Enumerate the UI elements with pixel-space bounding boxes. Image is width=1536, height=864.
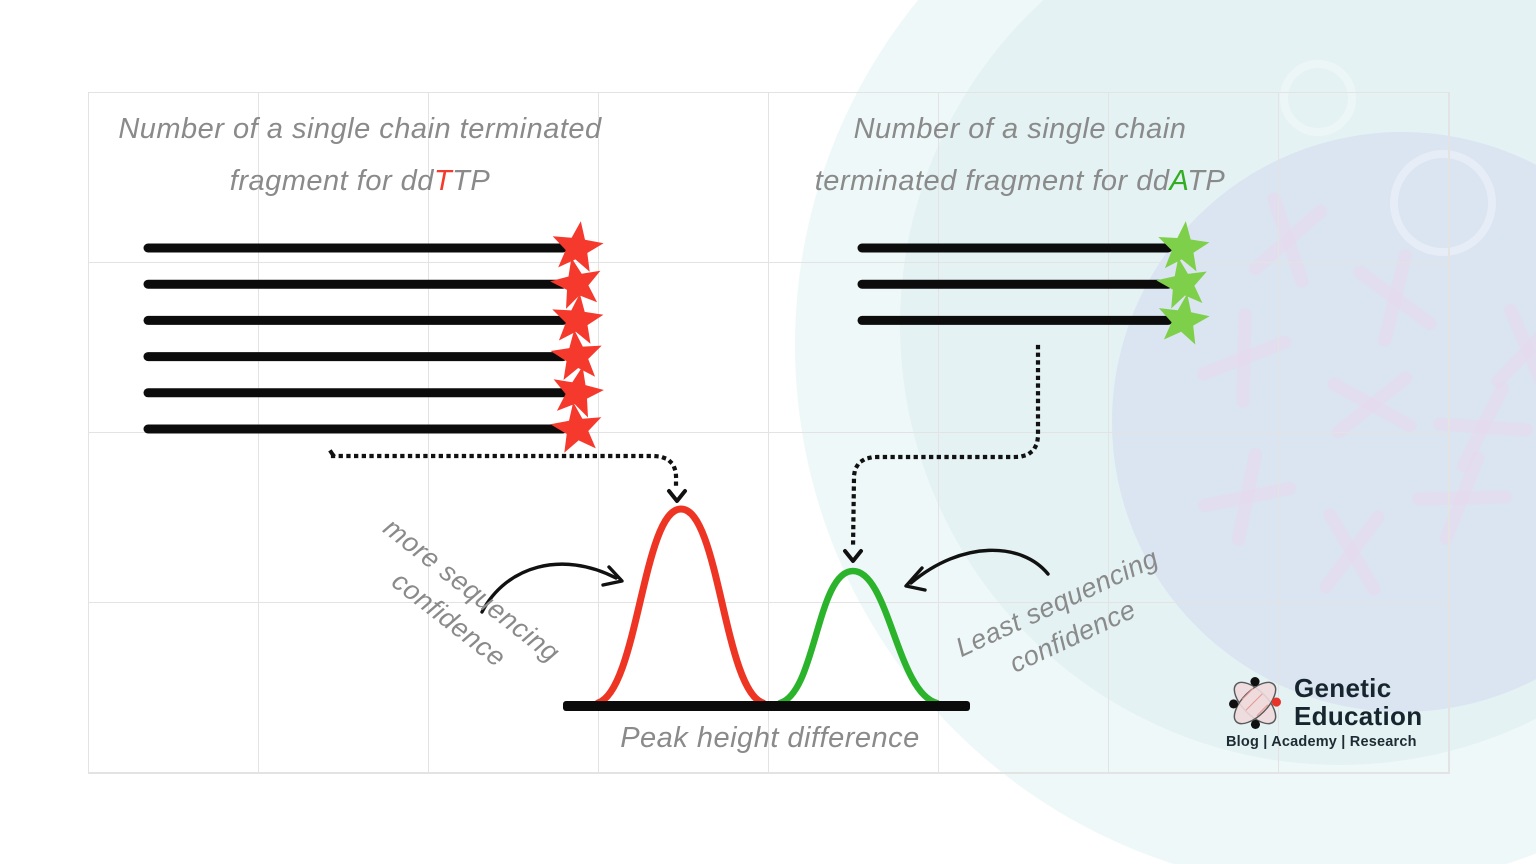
green-peak-curve xyxy=(776,567,941,707)
ddttp-title-line1: Number of a single chain terminated xyxy=(118,113,602,145)
ddttp-title-line2: fragment for dd xyxy=(229,165,434,197)
green-dotted-connector-arrow xyxy=(843,344,1041,563)
more-confidence-arrow xyxy=(480,562,624,614)
ddttp-fragment-star-icon xyxy=(550,329,602,380)
ddatp-title-line2: terminated fragment for dd xyxy=(814,165,1170,197)
ddatp-fragment-star-icon xyxy=(1158,293,1210,345)
ddatp-fragment-group xyxy=(857,221,1210,345)
ddatp-highlight-letter: A xyxy=(1169,165,1188,197)
ddttp-fragment-star-icon xyxy=(552,293,604,344)
ddatp-fragment-star-icon xyxy=(1156,257,1207,309)
ddatp-title-line2-end: TP xyxy=(1187,165,1226,197)
chromosome-icon xyxy=(1491,303,1536,397)
ddttp-fragment-star-icon xyxy=(552,221,604,272)
logo-name-line1: Genetic xyxy=(1294,673,1392,703)
red-peak-curve xyxy=(594,505,767,707)
logo-name-line2: Education xyxy=(1294,701,1423,731)
ddatp-title-line1: Number of a single chain xyxy=(853,113,1187,145)
logo-tagline: Blog | Academy | Research xyxy=(1226,734,1417,750)
ddttp-title-line2-end: TP xyxy=(452,165,491,197)
ddttp-title: Number of a single chain terminated frag… xyxy=(110,103,610,207)
ddttp-fragment-star-icon xyxy=(550,402,602,453)
ddttp-fragment-group xyxy=(143,221,604,453)
peak-height-caption: Peak height difference xyxy=(620,722,920,754)
baseline-bar xyxy=(563,701,970,711)
ddatp-title: Number of a single chain terminated frag… xyxy=(775,103,1265,207)
ddatp-fragment-star-icon xyxy=(1158,221,1210,272)
least-confidence-arrow xyxy=(904,548,1050,592)
ddttp-fragment-star-icon xyxy=(553,366,604,418)
ddttp-highlight-letter: T xyxy=(433,165,453,197)
genetic-education-logo-icon xyxy=(1229,677,1281,729)
logo-red-dot xyxy=(1271,697,1281,707)
ddttp-fragment-star-icon xyxy=(550,257,601,309)
red-dotted-connector-arrow xyxy=(328,449,687,503)
